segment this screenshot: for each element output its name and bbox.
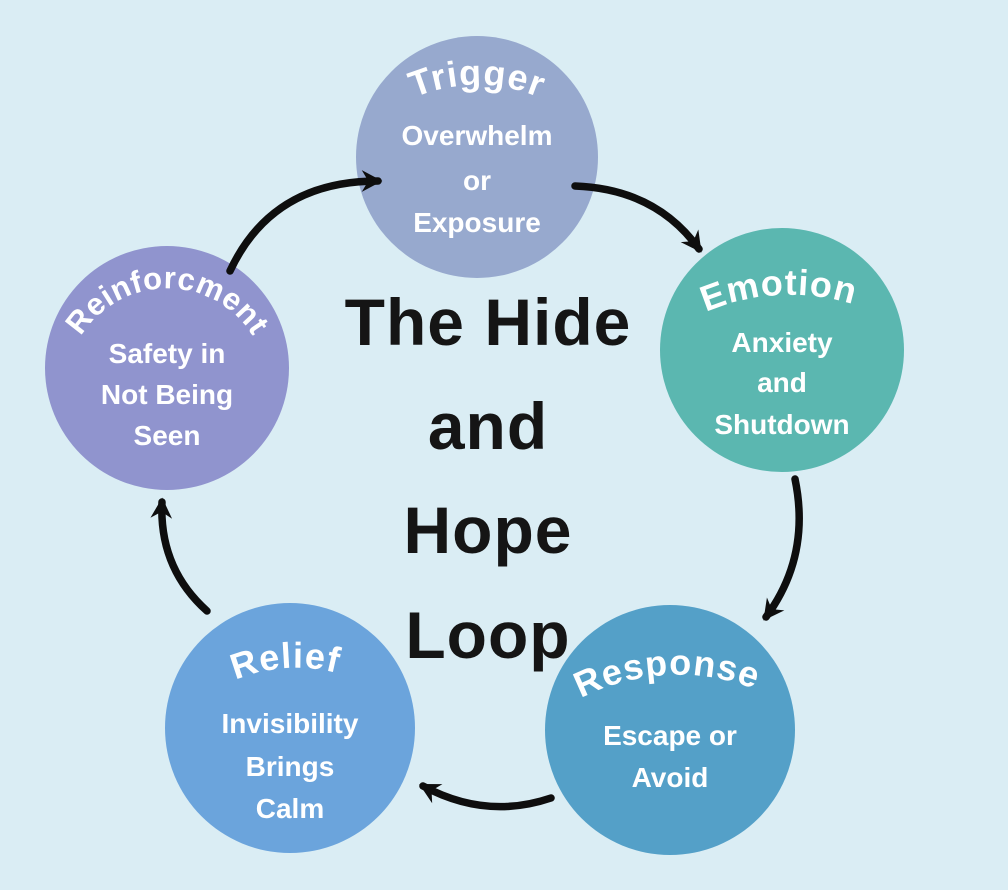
trigger-subtitle-line: or	[463, 165, 491, 196]
center-title: The Hide and Hope Loop	[345, 285, 632, 672]
relief-subtitle-line: Calm	[256, 793, 324, 824]
reinforcement-subtitle-line: Seen	[134, 420, 201, 451]
trigger-subtitle-line: Exposure	[413, 207, 541, 238]
response-subtitle-line: Avoid	[632, 762, 709, 793]
node-response: Response Escape or Avoid	[545, 605, 795, 855]
arrow-reinforcement-to-trigger	[226, 170, 383, 275]
reinforcement-subtitle-line: Not Being	[101, 379, 233, 410]
node-trigger: Trigger Overwhelm or Exposure	[356, 36, 598, 278]
arrow-response-to-relief	[419, 782, 555, 811]
node-reinforcement: Reinforcment Safety in Not Being Seen	[45, 246, 289, 490]
reinforcement-subtitle-line: Safety in	[109, 338, 226, 369]
center-title-line: The Hide	[345, 285, 632, 359]
node-emotion: Emotion Anxiety and Shutdown	[660, 228, 904, 472]
node-relief: Relief Invisibility Brings Calm	[165, 603, 415, 853]
emotion-subtitle-line: Shutdown	[714, 409, 849, 440]
reinforcement-circle	[45, 246, 289, 490]
trigger-circle	[356, 36, 598, 278]
arrow-emotion-to-response	[762, 475, 803, 621]
relief-subtitle-line: Invisibility	[222, 708, 359, 739]
emotion-subtitle-line: Anxiety	[731, 327, 833, 358]
center-title-line: Hope	[404, 493, 573, 567]
center-title-line: and	[428, 389, 548, 463]
emotion-subtitle-line: and	[757, 367, 807, 398]
relief-subtitle-line: Brings	[246, 751, 335, 782]
emotion-circle	[660, 228, 904, 472]
arrow-trigger-to-emotion	[571, 182, 703, 253]
trigger-subtitle-line: Overwhelm	[402, 120, 553, 151]
response-subtitle-line: Escape or	[603, 720, 737, 751]
center-title-line: Loop	[405, 598, 570, 672]
relief-circle	[165, 603, 415, 853]
response-circle	[545, 605, 795, 855]
arrow-relief-to-reinforcement	[150, 497, 211, 615]
